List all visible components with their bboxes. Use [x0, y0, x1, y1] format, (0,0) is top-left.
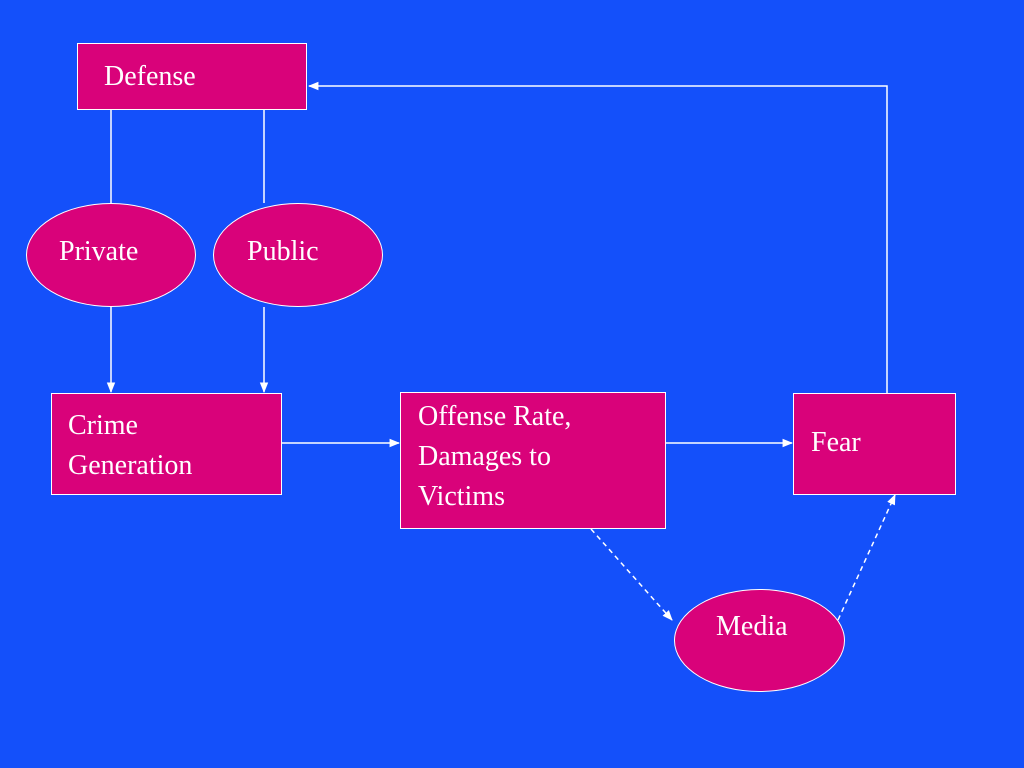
private-node: Private: [26, 203, 196, 307]
crime-generation-node: Crime Generation: [51, 393, 282, 495]
private-label: Private: [59, 236, 139, 267]
fear-label: Fear: [811, 427, 861, 458]
offense-rate-node: Offense Rate, Damages to Victims: [400, 392, 666, 529]
edge-media-fear: [837, 494, 896, 621]
offense-rate-label: Offense Rate, Damages to Victims: [418, 401, 572, 512]
fear-node: Fear: [793, 393, 956, 495]
defense-label: Defense: [104, 61, 196, 92]
crime-generation-label: Crime Generation: [68, 410, 193, 481]
public-label: Public: [247, 236, 319, 267]
media-label: Media: [716, 611, 788, 642]
media-node: Media: [674, 589, 845, 692]
public-node: Public: [213, 203, 383, 307]
defense-node: Defense: [77, 43, 307, 110]
edge-fear-defense: [307, 81, 888, 393]
edge-offense-rate-media: [590, 528, 673, 621]
